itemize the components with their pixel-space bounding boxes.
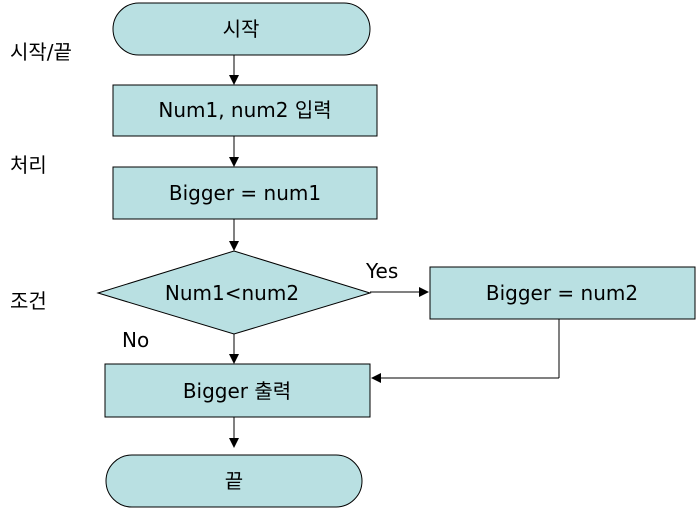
output-node-label: Bigger 출력	[183, 379, 291, 403]
legend-process-label: 처리	[10, 153, 47, 177]
output-node: Bigger 출력	[104, 363, 371, 418]
assign1-node: Bigger = num1	[112, 166, 378, 220]
start-node: 시작	[112, 2, 371, 56]
end-node: 끝	[105, 454, 363, 508]
start-node-label: 시작	[223, 17, 260, 41]
end-node-label: 끝	[225, 469, 243, 493]
edge-no-label: No	[122, 328, 149, 352]
input-node: Num1, num2 입력	[112, 84, 378, 137]
edge-yes-label: Yes	[365, 259, 398, 283]
assign2-node-label: Bigger = num2	[486, 281, 638, 305]
assign2-node: Bigger = num2	[429, 266, 696, 320]
condition-node: Num1<num2	[96, 250, 372, 335]
legend-decision-label: 조건	[10, 289, 47, 313]
condition-node-label: Num1<num2	[165, 281, 299, 305]
assign1-node-label: Bigger = num1	[169, 181, 321, 205]
legend-terminal-label: 시작/끝	[10, 40, 72, 64]
input-node-label: Num1, num2 입력	[158, 98, 331, 122]
